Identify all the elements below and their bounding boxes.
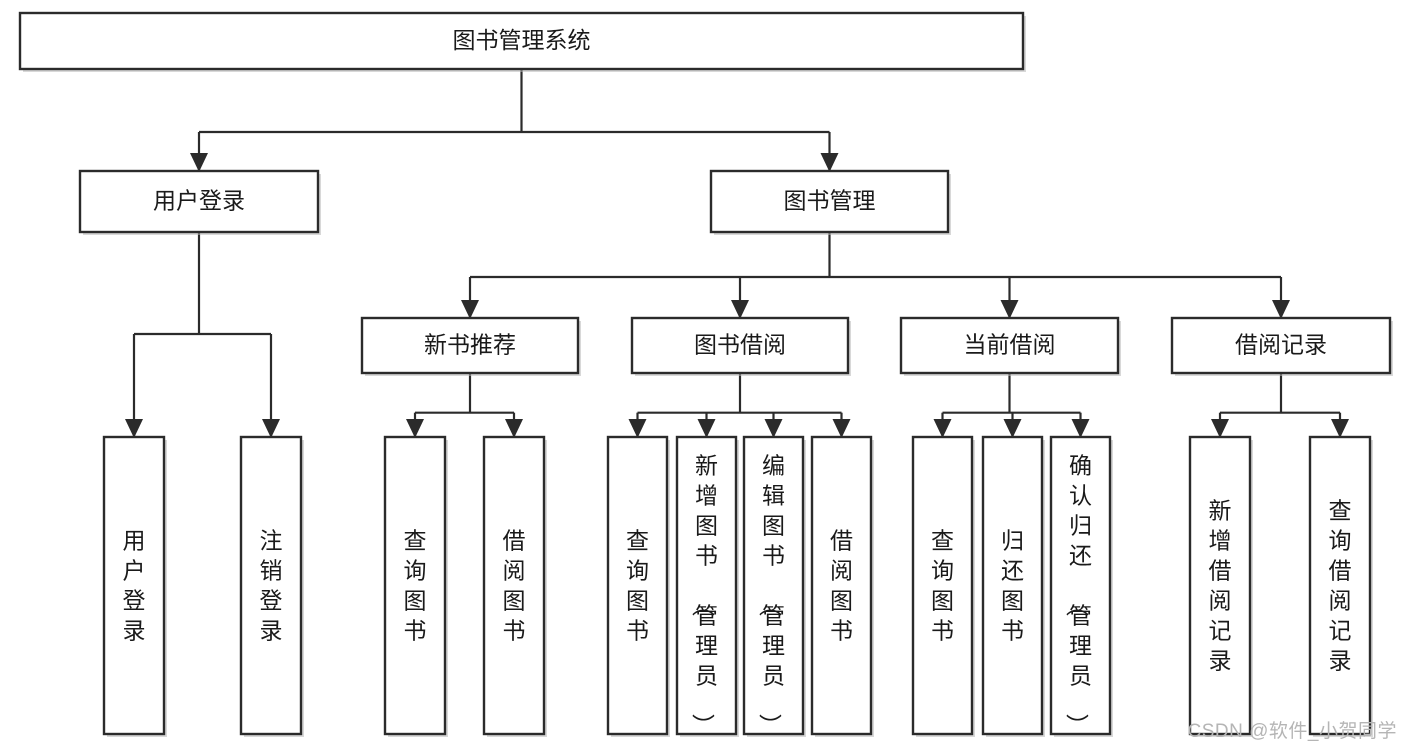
node-label: 新增图书（管理员） (690, 453, 718, 737)
node-box (1049, 435, 1112, 736)
arrow-head (1003, 419, 1022, 438)
arrow-head (1331, 419, 1349, 438)
node-box (606, 435, 669, 736)
node-box (911, 435, 974, 736)
node-label: 用户登录 (153, 188, 245, 214)
node-label: 图书借阅 (694, 332, 786, 358)
arrow-head (190, 153, 208, 172)
node-box (630, 316, 850, 375)
node-box (709, 169, 950, 234)
arrow-head (461, 300, 479, 319)
node-label: 借阅记录 (1235, 332, 1327, 358)
arrow-head (832, 419, 851, 438)
node-label: 用户登录 (123, 528, 146, 644)
node-label: 查询借阅记录 (1329, 498, 1352, 674)
node-label: 注销登录 (260, 528, 283, 644)
node-box (78, 169, 320, 234)
node-box (102, 435, 166, 736)
arrow-head (1000, 300, 1019, 319)
node-label: 新增借阅记录 (1209, 498, 1232, 674)
node-box (1170, 316, 1392, 375)
node-l-user-logout[interactable]: 注销登录 (239, 435, 304, 737)
edge-group-n-user-login (125, 232, 280, 438)
node-label: 归还图书 (1001, 528, 1024, 644)
node-n-user-login[interactable]: 用户登录 (78, 169, 321, 235)
node-label: 查询图书 (404, 528, 427, 644)
node-l-cur-query[interactable]: 查询图书 (911, 435, 975, 737)
node-l-cur-confirm[interactable]: 确认归还（管理员） (1049, 435, 1113, 737)
arrow-head (697, 419, 716, 438)
node-box (1308, 435, 1372, 736)
arrow-head (764, 419, 783, 438)
node-n-records[interactable]: 借阅记录 (1170, 316, 1393, 376)
node-label: 借阅图书 (503, 528, 526, 644)
edge-group-n-new-books (406, 373, 523, 438)
node-n-borrow[interactable]: 图书借阅 (630, 316, 851, 376)
node-label: 确认归还（管理员） (1064, 453, 1092, 737)
node-n-book-mgmt[interactable]: 图书管理 (709, 169, 951, 235)
node-box (482, 435, 546, 736)
arrow-head (933, 419, 952, 438)
node-box (239, 435, 303, 736)
arrow-head (406, 419, 424, 438)
arrow-head (262, 419, 280, 438)
node-box (810, 435, 873, 736)
node-l-bk-query[interactable]: 查询图书 (606, 435, 670, 737)
arrow-head (125, 419, 143, 438)
arrow-head (1211, 419, 1229, 438)
node-label: 新书推荐 (424, 332, 516, 358)
edge-group-n-current (933, 373, 1090, 438)
node-box (899, 316, 1120, 375)
edges-layer (125, 69, 1349, 438)
node-l-rec-add[interactable]: 新增借阅记录 (1188, 435, 1253, 737)
node-l-cur-return[interactable]: 归还图书 (981, 435, 1045, 737)
node-l-bk-add[interactable]: 新增图书（管理员） (675, 435, 739, 737)
node-label: 图书管理系统 (453, 27, 591, 53)
arrow-head (1071, 419, 1090, 438)
node-label: 编辑图书（管理员） (757, 453, 785, 737)
arrow-head (505, 419, 523, 438)
node-l-user-login[interactable]: 用户登录 (102, 435, 167, 737)
node-label: 查询图书 (626, 528, 649, 644)
node-box (18, 11, 1025, 71)
node-n-new-books[interactable]: 新书推荐 (360, 316, 581, 376)
node-box (1188, 435, 1252, 736)
node-label: 查询图书 (931, 528, 954, 644)
node-n-current[interactable]: 当前借阅 (899, 316, 1121, 376)
edge-group-n-borrow (628, 373, 851, 438)
edge-group-n-book-mgmt (461, 232, 1290, 319)
node-l-nb-query[interactable]: 查询图书 (383, 435, 448, 737)
node-l-bk-edit[interactable]: 编辑图书（管理员） (742, 435, 806, 737)
node-box (383, 435, 447, 736)
node-l-rec-query[interactable]: 查询借阅记录 (1308, 435, 1373, 737)
node-box (742, 435, 805, 736)
node-box (981, 435, 1044, 736)
arrow-head (628, 419, 647, 438)
node-label: 当前借阅 (964, 332, 1056, 358)
node-label: 图书管理 (784, 188, 876, 214)
edge-group-n-records (1211, 373, 1349, 438)
node-l-bk-borrow[interactable]: 借阅图书 (810, 435, 874, 737)
arrow-head (1272, 300, 1290, 319)
nodes-layer: 图书管理系统用户登录图书管理新书推荐图书借阅当前借阅借阅记录用户登录注销登录查询… (18, 11, 1393, 737)
node-root[interactable]: 图书管理系统 (18, 11, 1026, 72)
node-box (360, 316, 580, 375)
node-label: 借阅图书 (830, 528, 853, 644)
arrow-head (820, 153, 839, 172)
edge-group-root (190, 69, 839, 172)
arrow-head (731, 300, 749, 319)
node-l-nb-borrow[interactable]: 借阅图书 (482, 435, 547, 737)
node-box (675, 435, 738, 736)
